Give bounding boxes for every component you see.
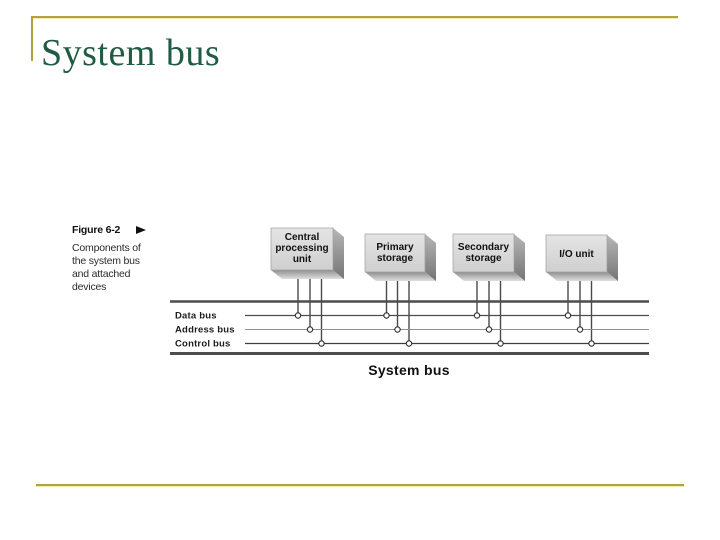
slide-title: System bus (41, 32, 221, 74)
cpu-label-line: processing (275, 243, 328, 254)
connection-node (485, 326, 493, 333)
io-unit-connector-lines (567, 281, 593, 344)
connection-node (405, 340, 413, 347)
connection-node (383, 312, 390, 319)
cpu-connector-lines (297, 279, 323, 344)
secondary-storage-connector-lines (476, 281, 502, 344)
address-bus-label: Address bus (175, 325, 235, 336)
connection-node (294, 312, 302, 319)
device-box-cpu: Central processing unit (270, 227, 344, 279)
caption-line: devices (72, 281, 107, 293)
cpu-label-line: Central (285, 232, 320, 243)
caption-line: Components of (72, 242, 141, 254)
bottom-border-line (36, 484, 684, 487)
primary-storage-label-line: Primary (376, 242, 414, 253)
secondary-storage-label-line: Secondary (458, 242, 510, 253)
figure-pointer-icon (136, 226, 147, 234)
connection-node (318, 340, 325, 347)
caption-line: the system bus (72, 255, 140, 267)
bus-lines (170, 300, 649, 355)
title-accent-line (31, 16, 33, 61)
connection-node (306, 326, 314, 333)
bus-connection-nodes (294, 312, 595, 347)
primary-storage-connector-lines (385, 281, 410, 344)
cpu-label-line: unit (293, 254, 312, 265)
figure-number-label: Figure 6-2 (72, 224, 121, 236)
data-bus-label: Data bus (175, 311, 217, 322)
figure-caption: Figure 6-2 Components of the system bus … (72, 224, 182, 294)
connection-node (394, 326, 401, 333)
top-border-line (31, 16, 678, 19)
figure-caption-text: Components of the system bus and attache… (72, 242, 182, 294)
control-bus-label: Control bus (175, 339, 231, 350)
io-unit-label-line: I/O unit (559, 249, 594, 260)
device-box-io-unit: I/O unit (545, 234, 618, 281)
secondary-storage-label-line: storage (465, 253, 502, 264)
figure-caption-heading: Figure 6-2 (72, 224, 182, 236)
connection-node (473, 312, 481, 319)
connection-node (576, 326, 584, 333)
connection-node (497, 340, 504, 347)
device-box-primary-storage: Primary storage (364, 233, 436, 281)
connection-node (588, 340, 595, 347)
system-bus-caption: System bus (368, 362, 450, 378)
caption-line: and attached (72, 268, 131, 280)
device-box-secondary-storage: Secondary storage (452, 233, 525, 281)
primary-storage-label-line: storage (377, 253, 414, 264)
connection-node (564, 312, 572, 319)
